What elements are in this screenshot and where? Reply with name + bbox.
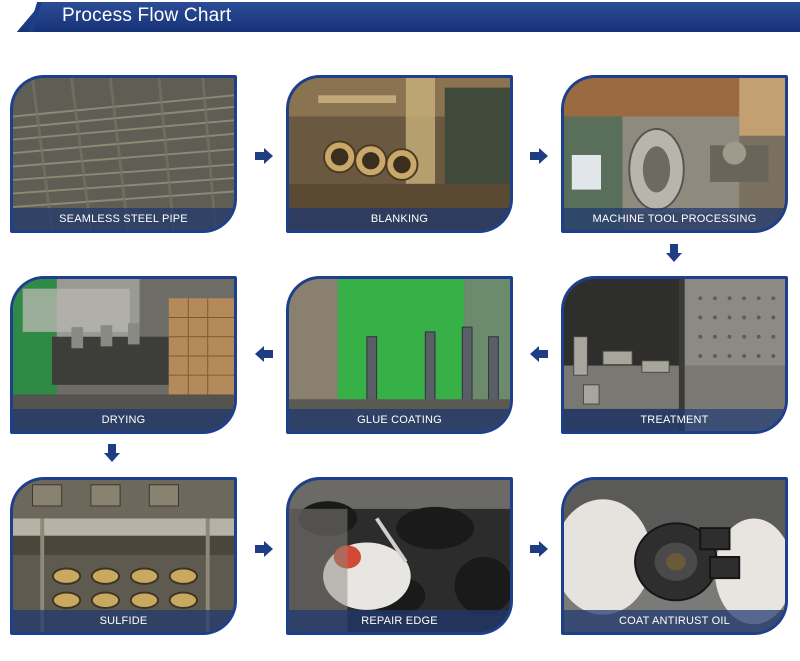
- step-label: SEAMLESS STEEL PIPE: [13, 208, 234, 230]
- arrow-right-icon: [530, 148, 548, 164]
- arrow-right-icon: [255, 541, 273, 557]
- page-title: Process Flow Chart: [62, 5, 232, 26]
- treatment-photo: [564, 279, 785, 431]
- step-card-glue-coating: GLUE COATING: [286, 276, 513, 434]
- drying-photo: [13, 279, 234, 431]
- step-label: GLUE COATING: [289, 409, 510, 431]
- step-card-drying: DRYING: [10, 276, 237, 434]
- step-label: REPAIR EDGE: [289, 610, 510, 632]
- step-card-blanking: BLANKING: [286, 75, 513, 233]
- step-card-repair-edge: REPAIR EDGE: [286, 477, 513, 635]
- step-label: BLANKING: [289, 208, 510, 230]
- page-header: Process Flow Chart: [0, 0, 800, 36]
- step-card-seamless-steel-pipe: SEAMLESS STEEL PIPE: [10, 75, 237, 233]
- step-label: TREATMENT: [564, 409, 785, 431]
- repair-edge-photo: [289, 480, 510, 632]
- sulfide-photo: [13, 480, 234, 632]
- step-label: DRYING: [13, 409, 234, 431]
- step-card-sulfide: SULFIDE: [10, 477, 237, 635]
- arrow-right-icon: [530, 541, 548, 557]
- arrow-down-icon: [104, 444, 120, 462]
- step-card-coat-antirust-oil: COAT ANTIRUST OIL: [561, 477, 788, 635]
- step-label: COAT ANTIRUST OIL: [564, 610, 785, 632]
- seamless-steel-pipe-photo: [13, 78, 234, 230]
- step-card-machine-tool-processing: MACHINE TOOL PROCESSING: [561, 75, 788, 233]
- arrow-left-icon: [255, 346, 273, 362]
- step-label: MACHINE TOOL PROCESSING: [564, 208, 785, 230]
- arrow-right-icon: [255, 148, 273, 164]
- blanking-photo: [289, 78, 510, 230]
- step-label: SULFIDE: [13, 610, 234, 632]
- step-card-treatment: TREATMENT: [561, 276, 788, 434]
- header-bar: [0, 2, 800, 32]
- machine-tool-processing-photo: [564, 78, 785, 230]
- coat-antirust-oil-photo: [564, 480, 785, 632]
- arrow-left-icon: [530, 346, 548, 362]
- arrow-down-icon: [666, 244, 682, 262]
